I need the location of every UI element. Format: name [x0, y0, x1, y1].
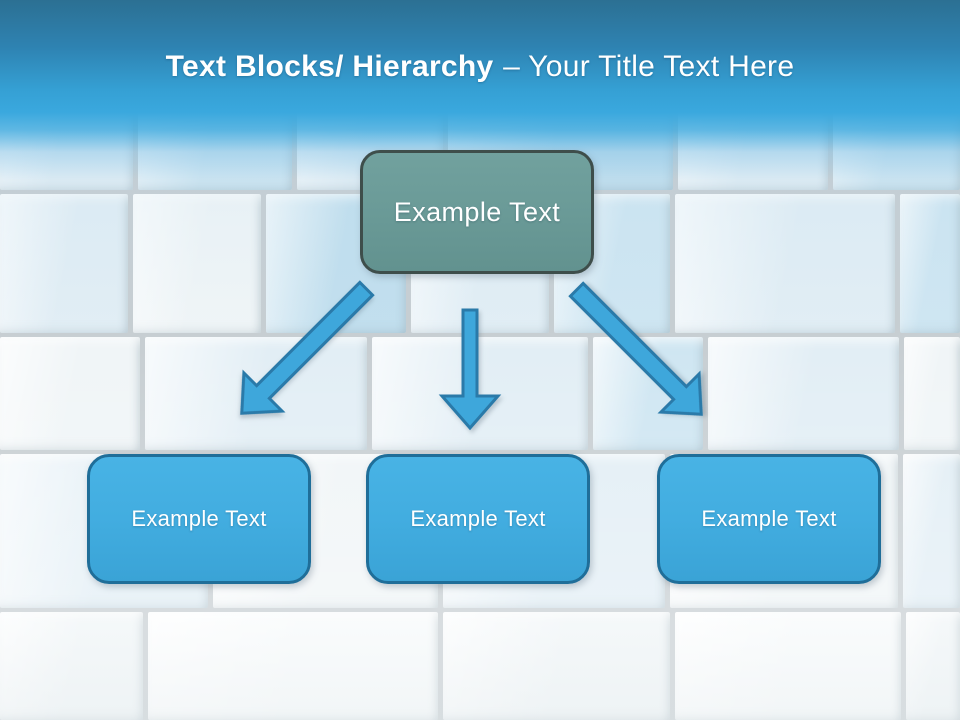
- wall-tile: [906, 612, 960, 720]
- wall-tile: [372, 337, 588, 450]
- wall-tile: [833, 0, 960, 190]
- tile-row: [0, 337, 960, 450]
- wall-tile: [675, 194, 895, 333]
- wall-tile: [145, 337, 367, 450]
- tile-row: [0, 612, 960, 720]
- wall-tile: [593, 337, 703, 450]
- slide-title: Text Blocks/ Hierarchy – Your Title Text …: [0, 50, 960, 84]
- wall-tile: [904, 337, 960, 450]
- wall-tile: [0, 194, 128, 333]
- child-node-label-3: Example Text: [701, 506, 837, 531]
- wall-tile: [675, 612, 901, 720]
- wall-tile: [0, 612, 143, 720]
- title-text-bold: Text Blocks/ Hierarchy: [165, 50, 494, 83]
- wall-tile: [900, 194, 960, 333]
- wall-tile: [678, 0, 828, 190]
- wall-tile: [0, 0, 133, 190]
- child-node-label-1: Example Text: [131, 506, 267, 531]
- wall-tile: [138, 0, 292, 190]
- wall-tile: [133, 194, 261, 333]
- wall-tile: [443, 612, 670, 720]
- root-node-box: Example Text: [360, 150, 594, 274]
- wall-tile: [148, 612, 438, 720]
- child-node-label-2: Example Text: [410, 506, 546, 531]
- child-node-box-2: Example Text: [366, 454, 590, 584]
- wall-tile: [708, 337, 899, 450]
- title-text-regular: – Your Title Text Here: [503, 50, 795, 83]
- child-node-box-1: Example Text: [87, 454, 311, 584]
- wall-tile: [0, 337, 140, 450]
- root-node-label: Example Text: [393, 196, 561, 227]
- wall-tile: [903, 454, 960, 608]
- child-node-box-3: Example Text: [657, 454, 881, 584]
